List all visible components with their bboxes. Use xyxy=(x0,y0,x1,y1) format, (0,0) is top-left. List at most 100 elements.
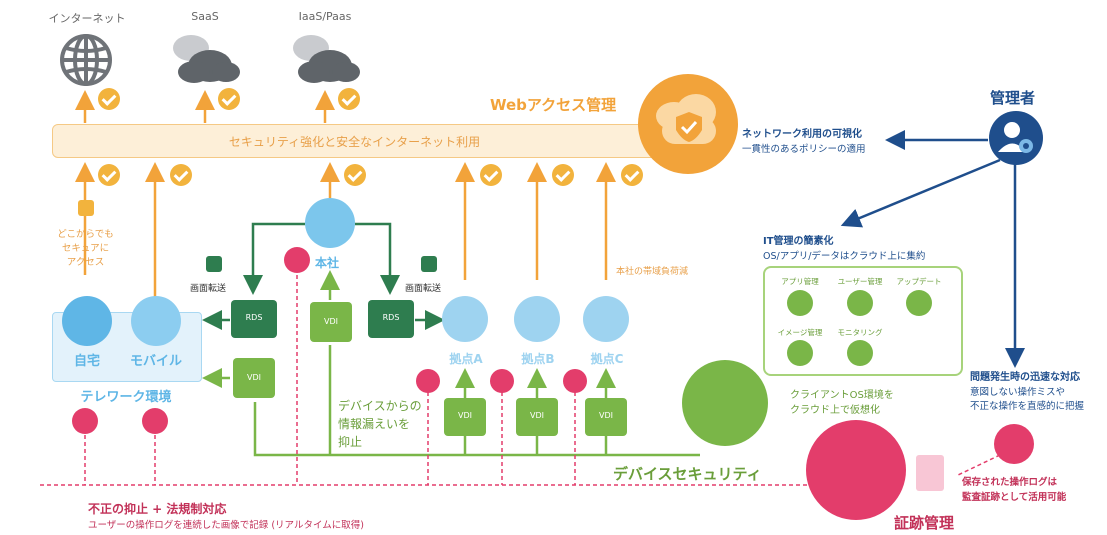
evidence-monitor-eye-icon xyxy=(806,420,906,520)
admin-user-gear-icon xyxy=(989,111,1043,165)
vdi-branch-c xyxy=(585,398,627,436)
saas-cloud-icon xyxy=(173,35,240,83)
screen-transfer-label-1: 画面転送 xyxy=(190,284,227,294)
monitoring-chart-icon xyxy=(847,340,873,366)
fraud-sub: ユーザーの操作ログを連続した画像で記録 (リアルタイムに取得) xyxy=(88,520,364,531)
eye-icon xyxy=(416,369,440,393)
vdi-label: VDI xyxy=(599,411,613,420)
check-icon xyxy=(170,164,192,186)
mobile-devices-icon xyxy=(131,296,181,346)
web-access-bar-text: セキュリティ強化と安全なインターネット利用 xyxy=(228,135,481,149)
leak-line-2: 情報漏えいを xyxy=(338,417,411,431)
screen-transfer-label-2: 画面転送 xyxy=(405,284,442,294)
lock-icon xyxy=(206,256,222,272)
leak-line-1: デバイスからの xyxy=(338,399,422,413)
it-simplify-title: IT管理の簡素化 xyxy=(763,236,834,247)
eye-icon xyxy=(284,247,310,273)
bar-up-arrows xyxy=(75,162,616,300)
vdi-label: VDI xyxy=(458,411,472,420)
evidence-label: 証跡管理 xyxy=(894,514,955,532)
vdi-label: VDI xyxy=(324,317,338,326)
mobile-label: モバイル xyxy=(129,354,182,369)
branch-b-building-icon xyxy=(514,296,560,342)
client-os-line-2: クラウド上で仮想化 xyxy=(790,405,880,416)
web-access-cloud-icon xyxy=(638,74,738,174)
rds-server xyxy=(231,300,277,338)
branch-c-label: 拠点C xyxy=(590,352,624,366)
top-up-arrows xyxy=(75,90,335,123)
iaas-cloud-icon xyxy=(293,35,360,83)
network-visibility-title: ネットワーク利用の可視化 xyxy=(742,129,862,140)
rds-server xyxy=(368,300,414,338)
vdi-branch-a xyxy=(444,398,486,436)
app-mgmt-gear-icon xyxy=(787,290,813,316)
vdi-label: VDI xyxy=(247,373,261,382)
video-file-icon xyxy=(916,455,944,491)
saas-label: SaaS xyxy=(191,10,219,23)
home-icon xyxy=(62,296,112,346)
iaas-label: IaaS/Paas xyxy=(298,10,352,23)
user-mgmt-users-icon xyxy=(847,290,873,316)
branch-a-building-icon xyxy=(442,296,488,342)
eye-icon xyxy=(72,408,98,434)
rds-label-1: RDS xyxy=(245,313,263,322)
hq-rds-arrows xyxy=(202,222,445,330)
image-mgmt-disc-icon xyxy=(787,340,813,366)
incident-sub-1: 意図しない操作ミスや xyxy=(970,387,1066,398)
vdi-branch-b xyxy=(516,398,558,436)
vdi-lines xyxy=(202,270,700,457)
it-simplify-sub: OS/アプリ/データはクラウド上に集約 xyxy=(763,251,926,262)
globe-icon xyxy=(60,34,112,86)
hq-label: 本社 xyxy=(315,256,340,270)
web-access-title: Webアクセス管理 xyxy=(490,96,617,114)
saved-log-line-2: 監査証跡として活用可能 xyxy=(962,492,1067,503)
monitoring-label: モニタリング xyxy=(837,328,883,337)
bandwidth-label: 本社の帯域負荷減 xyxy=(616,267,689,277)
anywhere-line-1: どこからでも xyxy=(57,229,114,240)
app-mgmt-label: アプリ管理 xyxy=(781,277,819,286)
incident-title: 問題発生時の迅速な対応 xyxy=(970,372,1080,383)
log-dashed-lines xyxy=(40,275,1001,486)
branch-b-label: 拠点B xyxy=(521,352,555,366)
cloud-laptop-icon xyxy=(682,360,768,446)
leak-line-3: 抑止 xyxy=(338,435,363,449)
lock-icon xyxy=(421,256,437,272)
rds-label-2: RDS xyxy=(382,313,400,322)
vdi-label: VDI xyxy=(530,411,544,420)
check-icon xyxy=(218,88,240,110)
saved-log-line-1: 保存された操作ログは xyxy=(962,477,1058,488)
image-mgmt-label: イメージ管理 xyxy=(777,328,823,337)
check-icon xyxy=(98,164,120,186)
vdi-telework xyxy=(233,358,275,398)
update-label: アップデート xyxy=(896,277,942,286)
network-visibility-sub: 一貫性のあるポリシーの適用 xyxy=(742,144,866,155)
admin-title: 管理者 xyxy=(990,89,1036,107)
web-access-bar xyxy=(52,124,659,158)
eye-icon xyxy=(563,369,587,393)
branch-a-label: 拠点A xyxy=(449,352,483,366)
lock-icon xyxy=(78,200,94,216)
check-icon xyxy=(552,164,574,186)
check-icon xyxy=(98,88,120,110)
eye-icon xyxy=(142,408,168,434)
client-os-line-1: クライアントOS環境を xyxy=(790,390,894,401)
home-label: 自宅 xyxy=(73,354,100,369)
hq-building-icon xyxy=(305,198,355,248)
server-storage-icon xyxy=(994,424,1034,464)
branch-c-building-icon xyxy=(583,296,629,342)
check-icon xyxy=(480,164,502,186)
user-mgmt-label: ユーザー管理 xyxy=(837,277,883,286)
internet-label: インターネット xyxy=(48,12,126,25)
update-refresh-icon xyxy=(906,290,932,316)
fraud-title: 不正の抑止 + 法規制対応 xyxy=(88,502,227,516)
vdi-hq xyxy=(310,302,352,342)
telework-label: テレワーク環境 xyxy=(80,390,172,405)
incident-sub-2: 不正な操作を直感的に把握 xyxy=(970,401,1085,412)
eye-icon xyxy=(490,369,514,393)
admin-arrows xyxy=(840,130,1025,368)
device-security-label: デバイスセキュリティ xyxy=(613,465,762,483)
check-icon xyxy=(338,88,360,110)
check-icon xyxy=(344,164,366,186)
anywhere-line-2: セキュアに xyxy=(61,243,110,254)
